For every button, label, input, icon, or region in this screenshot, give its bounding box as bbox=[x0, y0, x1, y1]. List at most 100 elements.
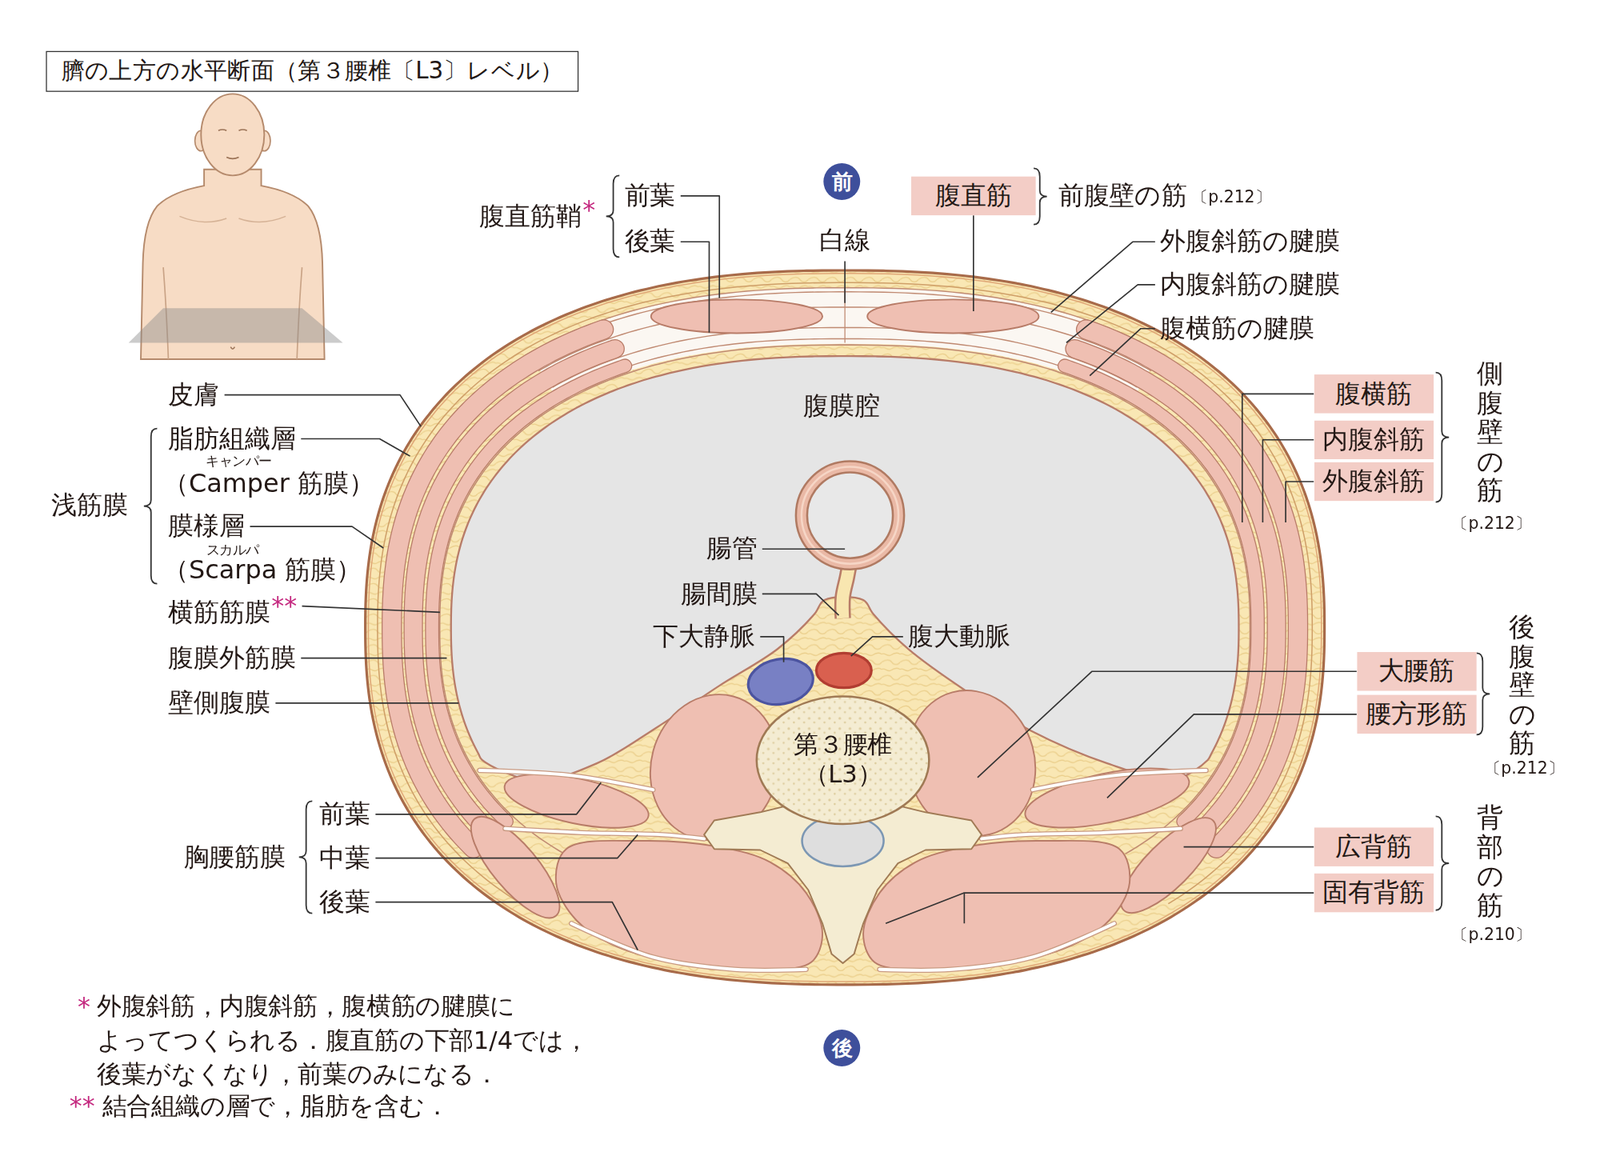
leader-line bbox=[762, 593, 840, 616]
structure-label: 腸管 bbox=[706, 533, 758, 564]
thoracolumbar-fascia bbox=[981, 828, 1181, 840]
structure-label: 腸間膜 bbox=[680, 578, 758, 609]
node-text: 外腹斜筋 bbox=[1322, 466, 1425, 497]
fascia-outline bbox=[879, 923, 1114, 970]
fascia-outline bbox=[504, 828, 704, 840]
page-ref: 〔p.210〕 bbox=[1452, 924, 1532, 944]
fascia-outline bbox=[571, 923, 806, 970]
leader-line bbox=[1262, 440, 1314, 523]
bracket bbox=[1436, 816, 1450, 910]
vena-cava bbox=[744, 653, 817, 709]
leader-line bbox=[375, 902, 638, 951]
direction-marker: 後 bbox=[823, 1029, 860, 1067]
vertebral-body: 第３腰椎（L3） bbox=[755, 695, 931, 826]
thoracolumbar-fascia bbox=[879, 923, 1114, 970]
muscle-name-box: 外腹斜筋 bbox=[1313, 462, 1433, 501]
muscle-name-box: 広背筋 bbox=[1313, 827, 1433, 866]
vessel-label: 下大静脈 bbox=[652, 621, 756, 652]
group-label: 後腹壁の筋 bbox=[1508, 612, 1536, 758]
leader-line bbox=[375, 782, 601, 815]
group-label: 側腹壁の筋 bbox=[1476, 359, 1504, 505]
layer-label: 中葉 bbox=[319, 843, 371, 874]
leader-line bbox=[885, 892, 964, 924]
diagram-title: 臍の上方の水平断面（第３腰椎〔L3〕レベル） bbox=[45, 51, 579, 92]
section-plane bbox=[128, 308, 344, 343]
layer-label: 後葉 bbox=[624, 226, 676, 257]
layer-label: 腹膜外筋膜 bbox=[168, 643, 296, 674]
figure-face bbox=[218, 129, 248, 159]
skin-outline bbox=[365, 270, 1325, 985]
node-text: 腹横筋 bbox=[1335, 378, 1412, 409]
bracket bbox=[144, 428, 158, 584]
page-ref: 〔p.212〕 bbox=[1484, 757, 1564, 777]
muscle-name-box: 内腹斜筋 bbox=[1313, 420, 1433, 460]
structure-label: 外腹斜筋の腱膜 bbox=[1160, 226, 1340, 257]
leader-line bbox=[249, 526, 384, 548]
muscle-name-box: 腹直筋 bbox=[911, 176, 1036, 216]
skin-layer bbox=[368, 273, 1321, 982]
leader-line bbox=[1107, 714, 1357, 799]
structure-label: 白線 bbox=[819, 225, 871, 256]
bracket bbox=[606, 175, 620, 257]
figure-chest-line bbox=[179, 216, 286, 222]
leader-line bbox=[844, 261, 846, 304]
layer-label: 横筋筋膜 bbox=[168, 596, 271, 628]
page-ref: 〔p.212〕 bbox=[1192, 186, 1272, 206]
muscle-name-box: 固有背筋 bbox=[1313, 873, 1433, 912]
body-figure bbox=[128, 93, 344, 360]
footnote-text: 外腹斜筋，内腹斜筋，腹横筋の腱膜に よってつくられる．腹直筋の下部1/4では， … bbox=[96, 989, 597, 1093]
node-text: （L3） bbox=[804, 760, 883, 790]
group-label: 浅筋膜 bbox=[51, 489, 128, 520]
leader-line bbox=[977, 671, 1357, 778]
leader-line bbox=[224, 395, 422, 428]
node-text: 第３腰椎 bbox=[793, 731, 892, 761]
footnote-text: 結合組織の層で，脂肪を含む． bbox=[102, 1091, 450, 1121]
fascia-outline bbox=[479, 770, 653, 790]
sheath-label: 腹直筋鞘 bbox=[479, 200, 582, 232]
structure-label: 内腹斜筋の腱膜 bbox=[1160, 269, 1340, 300]
intestine-lumen bbox=[807, 472, 893, 559]
leader-line bbox=[1066, 284, 1156, 344]
leader-line bbox=[972, 215, 975, 312]
bracket bbox=[299, 800, 313, 913]
layer-label: （Camper 筋膜） bbox=[163, 468, 375, 499]
intestine-wall bbox=[796, 461, 904, 570]
fascia-outline bbox=[981, 828, 1181, 840]
muscle-name-box: 大腰筋 bbox=[1356, 652, 1476, 691]
footnote-mark: * bbox=[77, 992, 91, 1023]
page-ref: 〔p.212〕 bbox=[1452, 512, 1532, 532]
leader-line bbox=[1051, 241, 1156, 312]
leader-line bbox=[964, 892, 1314, 924]
footnote-mark: ** bbox=[69, 1091, 96, 1122]
layer-label: 壁側腹膜 bbox=[168, 688, 271, 719]
muscle-name-box: 腹横筋 bbox=[1313, 374, 1433, 413]
body-section bbox=[365, 270, 1325, 985]
footnote-mark: ** bbox=[271, 591, 297, 622]
layer-label: （Scarpa 筋膜） bbox=[163, 555, 362, 586]
layer-label: 膜様層 bbox=[168, 511, 245, 542]
structure-label: 腹横筋の腱膜 bbox=[1160, 313, 1315, 344]
latissimus-muscle bbox=[457, 804, 574, 931]
leader-line bbox=[680, 241, 710, 333]
thoracolumbar-fascia bbox=[479, 770, 653, 790]
membranous-layer bbox=[377, 282, 1312, 904]
leader-line bbox=[760, 636, 784, 663]
node-text: 後 bbox=[832, 1036, 853, 1061]
leader-line bbox=[300, 438, 410, 456]
leader-line bbox=[1242, 393, 1314, 523]
vessel-label: 腹大動脈 bbox=[908, 621, 1011, 652]
layer-label: 前葉 bbox=[624, 180, 676, 212]
bracket bbox=[1436, 372, 1450, 503]
muscle-name-box: 腰方形筋 bbox=[1356, 695, 1476, 734]
leader-line bbox=[300, 657, 447, 660]
figure-head bbox=[200, 93, 264, 176]
node-text: 内腹斜筋 bbox=[1322, 424, 1425, 456]
group-label: 前腹壁の筋 bbox=[1058, 180, 1188, 212]
thoracolumbar-fascia bbox=[504, 828, 704, 840]
leader-line bbox=[1089, 328, 1156, 376]
node-text: 腰方形筋 bbox=[1365, 699, 1468, 730]
leader-line bbox=[762, 548, 845, 550]
leader-line bbox=[1285, 481, 1314, 523]
vertebral-arch bbox=[704, 806, 982, 964]
